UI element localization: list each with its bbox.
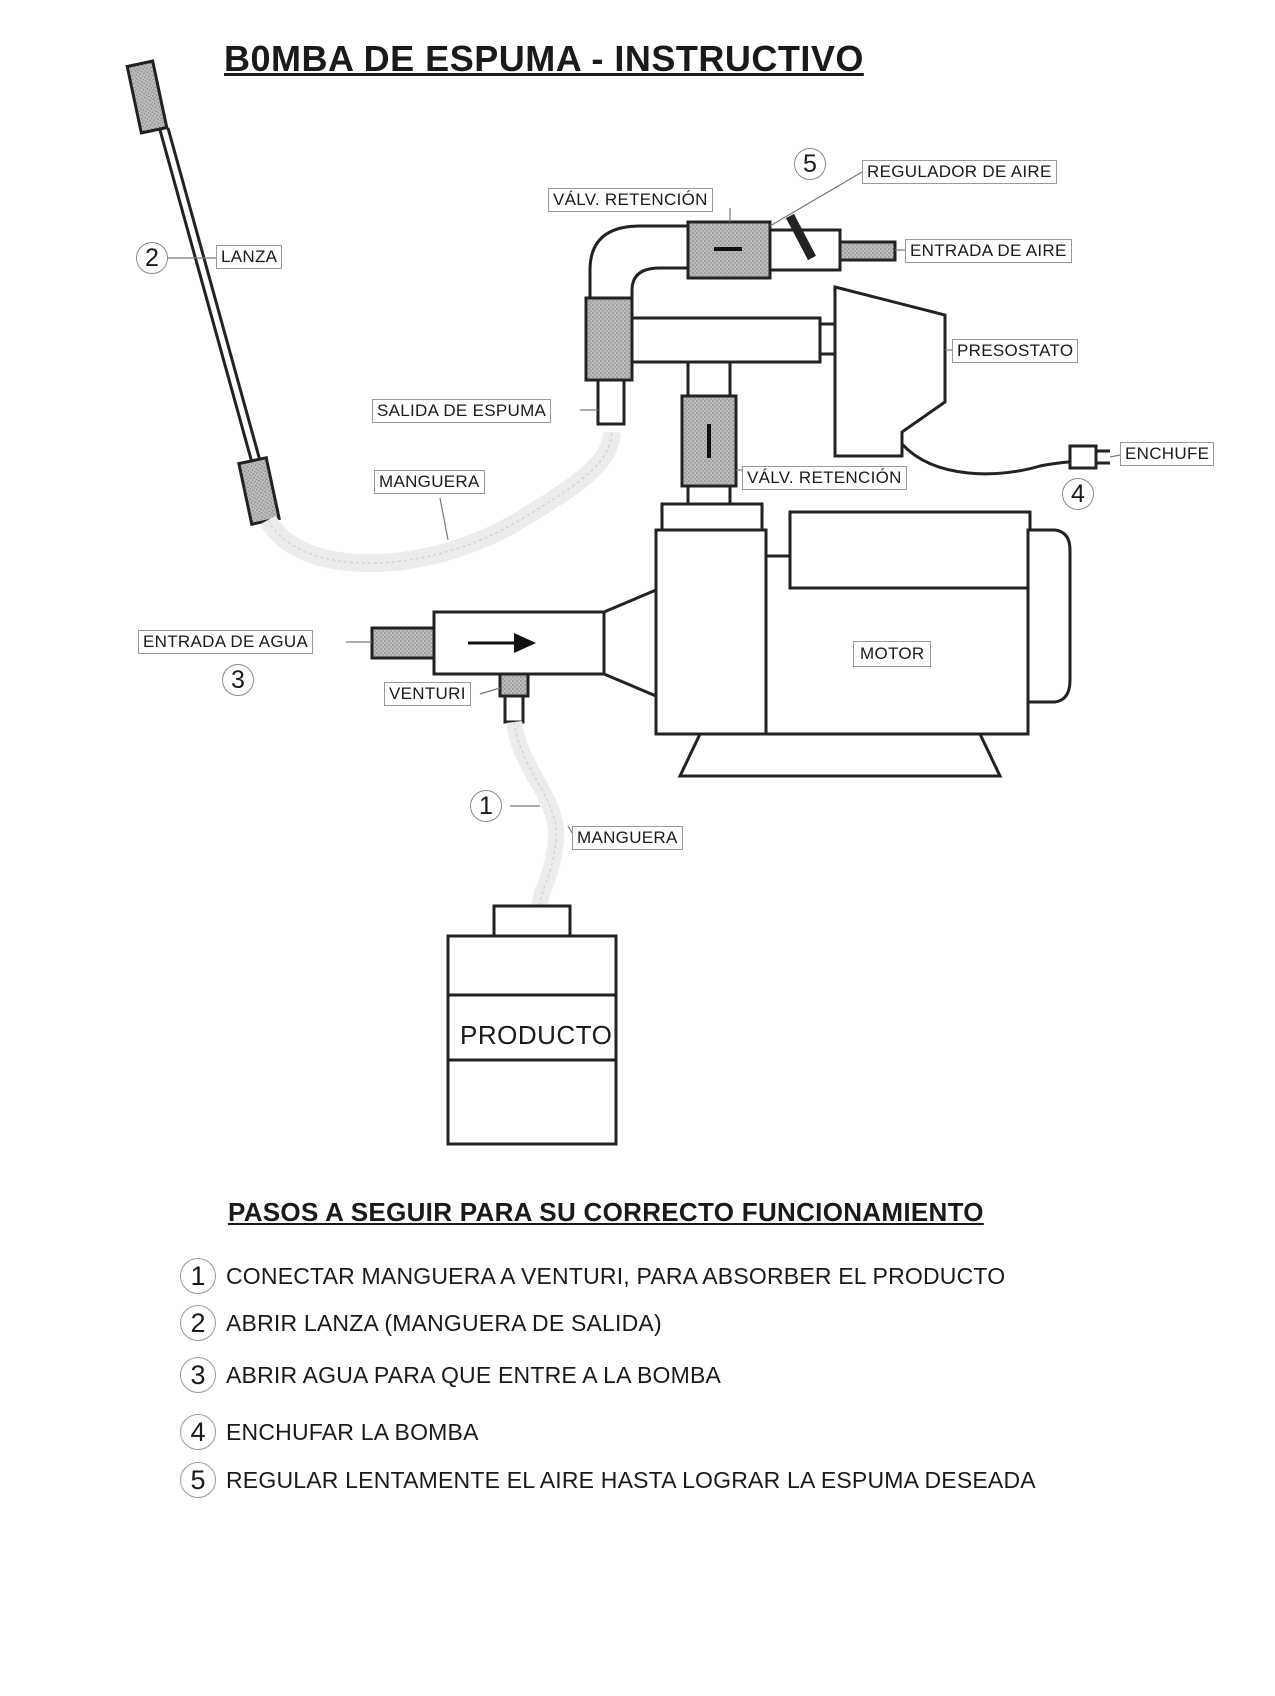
label-lanza: LANZA [216,245,283,269]
label-manguera-bottom: MANGUERA [572,826,683,850]
motor-base [677,732,1003,778]
callout-number-3: 3 [222,664,254,696]
power-cord [900,442,1083,476]
step-item: 2 ABRIR LANZA (MANGUERA DE SALIDA) [180,1305,662,1341]
step-text: ABRIR AGUA PARA QUE ENTRE A LA BOMBA [226,1361,722,1388]
label-entrada-aire: ENTRADA DE AIRE [905,239,1072,263]
step-text: CONECTAR MANGUERA A VENTURI, PARA ABSORB… [226,1262,1006,1289]
label-presostato: PRESOSTATO [952,339,1079,363]
foam-outlet-elbow [584,296,634,382]
air-regulator-knob [786,213,816,261]
lance [125,59,281,527]
label-entrada-agua: ENTRADA DE AGUA [138,630,314,654]
step-number: 5 [180,1462,216,1498]
step-number: 2 [180,1305,216,1341]
riser-top [686,360,732,398]
step-text: REGULAR LENTAMENTE EL AIRE HASTA LOGRAR … [226,1466,1036,1493]
callout-number-5: 5 [794,148,826,180]
callout-number-1: 1 [470,790,502,822]
flow-arrow-head [514,633,536,653]
lance-grip-bottom [237,455,281,527]
foam-outlet-nozzle [596,378,626,426]
pump-head [654,528,768,736]
page-title: B0MBA DE ESPUMA - INSTRUCTIVO [224,38,864,79]
pressure-switch [833,285,947,458]
horizontal-pipe [630,316,822,364]
label-valv-retencion-top: VÁLV. RETENCIÓN [548,188,713,212]
suction-hose-edge [513,721,557,906]
lance-rod-1 [158,129,256,471]
pump-neck [660,502,764,534]
callout-number-4: 4 [1062,478,1094,510]
step-item: 4 ENCHUFAR LA BOMBA [180,1414,479,1450]
pump-motor [370,510,1072,778]
water-inlet-fitting [370,626,436,660]
suction-hose [506,720,565,906]
step-number: 1 [180,1258,216,1294]
product-cap [492,904,572,938]
step-number: 4 [180,1414,216,1450]
riser-bottom [686,484,732,506]
plug [1068,444,1098,470]
label-regulador-aire: REGULADOR DE AIRE [862,160,1057,184]
label-valv-retencion-mid: VÁLV. RETENCIÓN [742,466,907,490]
venturi-fitting [498,672,530,698]
venturi-nozzle [503,694,525,724]
label-venturi: VENTURI [384,682,471,706]
step-text: ENCHUFAR LA BOMBA [226,1418,479,1445]
elbow-inner [630,266,690,300]
step-item: 5 REGULAR LENTAMENTE EL AIRE HASTA LOGRA… [180,1462,1036,1498]
outlet-hose [260,430,621,573]
step-item: 3 ABRIR AGUA PARA QUE ENTRE A LA BOMBA [180,1357,721,1393]
label-salida-espuma: SALIDA DE ESPUMA [372,399,552,423]
label-motor: MOTOR [853,641,932,667]
steps-title: PASOS A SEGUIR PARA SU CORRECTO FUNCIONA… [228,1197,984,1227]
callout-number-2: 2 [136,242,168,274]
leader-lines [168,171,1121,837]
label-enchufe: ENCHUFE [1120,442,1215,466]
elbow-outer [588,224,690,300]
motor-top-box [788,510,1032,590]
air-inlet-pipe [838,240,897,262]
inlet-cone [602,587,658,699]
label-manguera-top: MANGUERA [374,470,485,494]
step-text: ABRIR LANZA (MANGUERA DE SALIDA) [226,1309,662,1336]
step-number: 3 [180,1357,216,1393]
lance-grip-top [125,59,169,135]
motor-end-cap [1026,528,1072,704]
product-container [446,934,618,1146]
step-item: 1 CONECTAR MANGUERA A VENTURI, PARA ABSO… [180,1258,1005,1294]
lance-rod-2 [166,127,264,469]
label-producto: PRODUCTO [460,1020,613,1050]
top-piping [584,213,897,534]
outlet-hose-edge [267,431,613,564]
